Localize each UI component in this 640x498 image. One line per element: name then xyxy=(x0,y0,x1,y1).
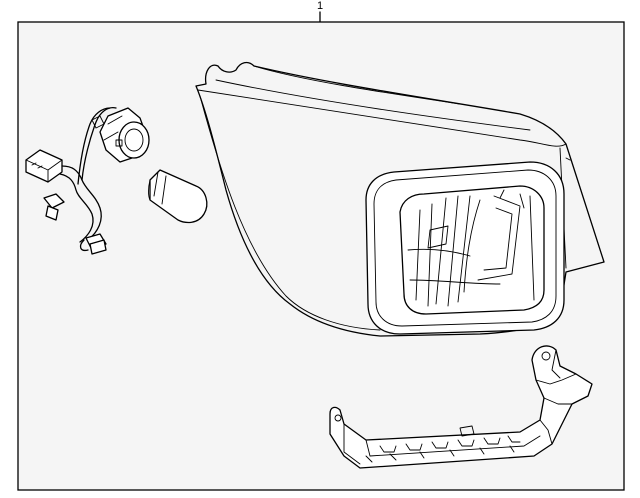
wiring-harness-icon xyxy=(25,106,117,255)
bracket-icon xyxy=(329,345,593,469)
bulb-icon xyxy=(148,169,208,224)
callout-number: 1 xyxy=(316,0,324,12)
tail-lamp-icon xyxy=(195,61,605,337)
bulb-socket-icon xyxy=(99,107,150,163)
